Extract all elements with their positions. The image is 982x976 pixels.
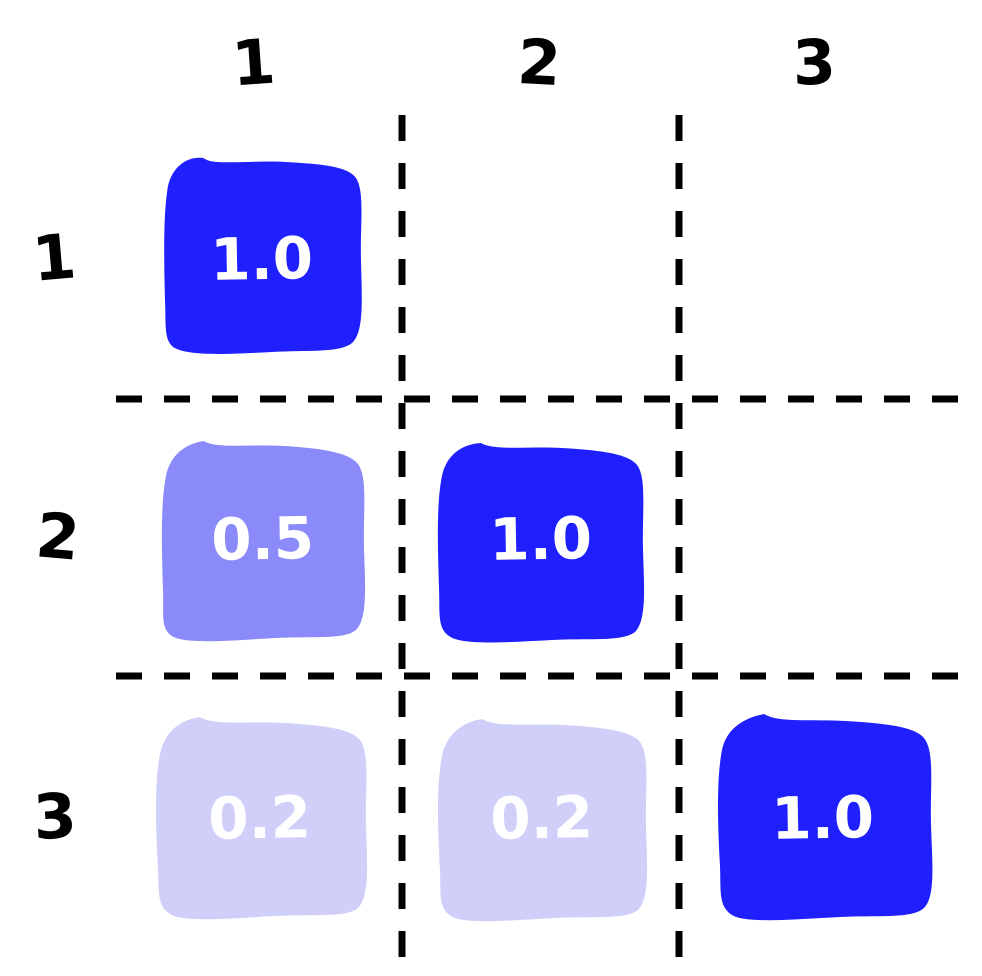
column-label-1: 1 [229, 25, 277, 101]
heatmap-cell-label-r3c1: 0.2 [208, 783, 312, 853]
heatmap-cell-shape-r3c3 [718, 714, 933, 921]
heatmap-cell-r2c2[interactable]: 1.0 [437, 443, 645, 643]
heatmap-cell-shape-r2c1 [161, 441, 366, 642]
row-label-1: 1 [29, 219, 78, 295]
heatmap-cell-label-r1c1: 1.0 [210, 224, 314, 294]
heatmap-cell-r3c3[interactable]: 1.0 [718, 714, 933, 921]
heatmap-cell-label-r2c2: 1.0 [489, 504, 593, 574]
heatmap-cell-label-r2c1: 0.5 [211, 504, 315, 574]
heatmap-cell-label-r3c3: 1.0 [771, 783, 875, 853]
heatmap-cell-r2c1[interactable]: 0.5 [161, 441, 366, 642]
heatmap-cell-shape-r1c1 [164, 157, 362, 354]
heatmap-cell-r1c1[interactable]: 1.0 [164, 157, 362, 354]
heatmap-cell-shape-r3c2 [438, 719, 648, 922]
column-labels: 1 2 3 [229, 25, 837, 101]
heatmap-cell-label-r3c2: 0.2 [490, 783, 594, 853]
heatmap-cell-r3c1[interactable]: 0.2 [156, 717, 368, 920]
row-label-2: 2 [33, 498, 82, 574]
column-label-3: 3 [791, 25, 837, 99]
column-label-2: 2 [516, 25, 563, 100]
heatmap-cell-shape-r3c1 [156, 717, 368, 920]
row-labels: 1 2 3 [29, 219, 82, 854]
heatmap-cell-shape-r2c2 [437, 443, 645, 643]
heatmap-cell-r3c2[interactable]: 0.2 [438, 719, 648, 922]
row-label-3: 3 [31, 779, 78, 854]
